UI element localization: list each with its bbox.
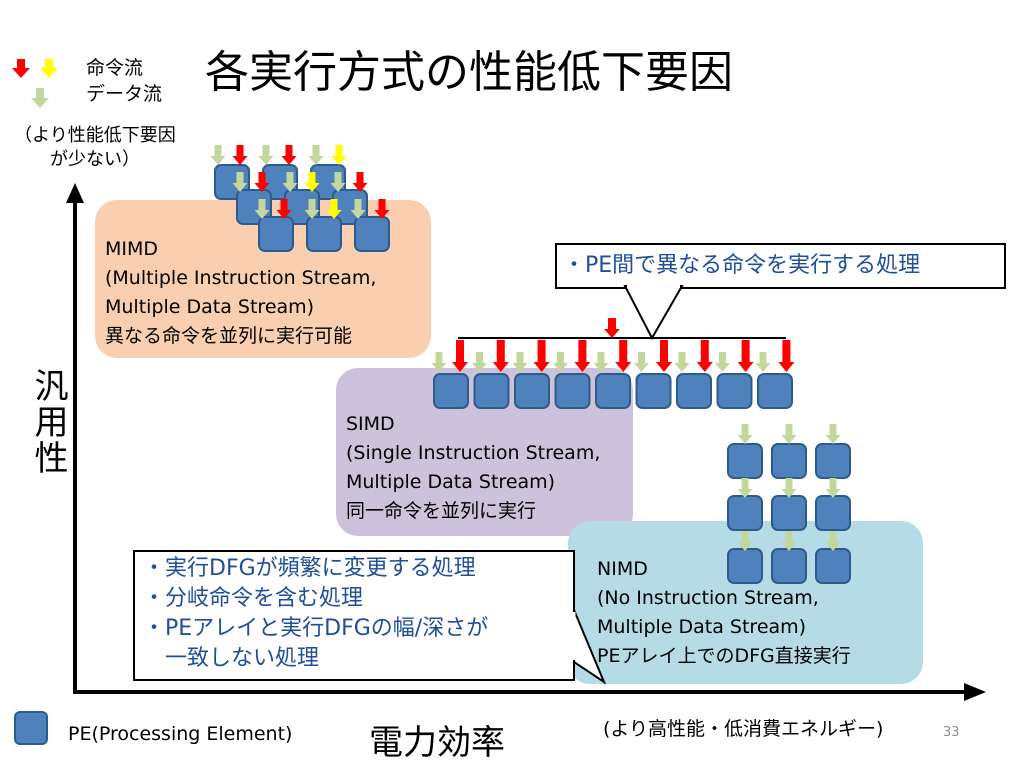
instruction-arrow-yellow-icon bbox=[40, 59, 58, 78]
instruction-arrow-icon bbox=[778, 340, 795, 372]
axis-top-note: （より性能低下要因 が少ない） bbox=[0, 124, 190, 172]
instruction-arrow-icon bbox=[254, 172, 270, 192]
data-arrow-icon bbox=[737, 424, 753, 444]
nimd-pe-block bbox=[771, 443, 807, 479]
page-number: 33 bbox=[943, 725, 960, 740]
nimd-pe-block bbox=[727, 443, 763, 479]
mimd-line-4: 異なる命令を並列に実行可能 bbox=[105, 325, 353, 347]
axis-top-note-line2: が少ない） bbox=[50, 149, 140, 170]
instruction-arrow-red-icon bbox=[12, 59, 30, 78]
data-arrow-icon bbox=[737, 478, 753, 498]
nimd-line-4: PEアレイ上でのDFG直接実行 bbox=[597, 645, 851, 667]
nimd-pe-block bbox=[815, 443, 851, 479]
mimd-pe-block bbox=[310, 164, 346, 200]
y-axis-arrowhead bbox=[66, 183, 84, 203]
instruction-arrow-icon bbox=[615, 340, 632, 372]
nimd-line-2: (No Instruction Stream, bbox=[597, 587, 819, 609]
data-arrow-icon bbox=[232, 172, 248, 192]
instruction-arrow-icon bbox=[331, 145, 347, 165]
nimd-line-1: NIMD bbox=[597, 558, 648, 580]
data-arrow-icon bbox=[634, 352, 649, 372]
data-arrow-icon bbox=[825, 424, 841, 444]
legend: 命令流 データ流 bbox=[8, 56, 198, 116]
simd-line-3: Multiple Data Stream) bbox=[346, 471, 556, 493]
simd-pe-block bbox=[676, 373, 712, 409]
simd-line-4: 同一命令を並列に実行 bbox=[346, 500, 537, 522]
simd-pe-block bbox=[716, 373, 753, 409]
simd-pe-block bbox=[635, 373, 672, 409]
data-arrow-icon bbox=[258, 145, 274, 165]
mimd-line-1: MIMD bbox=[105, 238, 159, 260]
instruction-arrow-icon bbox=[604, 318, 620, 338]
simd-callout: ・PE間で異なる命令を実行する処理 bbox=[555, 243, 1006, 289]
x-axis-note: (より高性能・低消費エネルギー) bbox=[603, 718, 884, 740]
simd-line-2: (Single Instruction Stream, bbox=[346, 442, 601, 464]
y-axis-label: 汎用性 bbox=[28, 368, 68, 476]
data-arrow-icon bbox=[308, 145, 324, 165]
nimd-line-3: Multiple Data Stream) bbox=[597, 616, 807, 638]
mimd-line-3: Multiple Data Stream) bbox=[105, 296, 315, 318]
bottom-callout-line-1: ・実行DFGが頻繁に変更する処理 bbox=[143, 556, 476, 581]
mimd-text: MIMD (Multiple Instruction Stream, Multi… bbox=[105, 235, 376, 351]
legend-data-label: データ流 bbox=[86, 83, 163, 105]
instruction-arrow-icon bbox=[656, 340, 672, 372]
instruction-arrow-icon bbox=[304, 172, 320, 192]
data-arrow-icon bbox=[781, 424, 797, 444]
bottom-callout-line-3: ・PEアレイと実行DFGの幅/深さが bbox=[143, 616, 489, 641]
mimd-line-2: (Multiple Instruction Stream, bbox=[105, 267, 377, 289]
pe-legend-icon bbox=[14, 711, 48, 745]
data-arrow-icon bbox=[755, 352, 771, 372]
bottom-callout-line-2: ・分岐命令を含む処理 bbox=[143, 586, 364, 611]
mimd-pe-block bbox=[262, 164, 298, 200]
instruction-arrow-icon bbox=[281, 145, 297, 165]
data-arrow-icon bbox=[674, 352, 690, 372]
instruction-arrow-icon bbox=[232, 145, 248, 165]
instruction-arrow-icon bbox=[352, 172, 368, 192]
instruction-arrow-icon bbox=[737, 340, 754, 372]
data-arrow-icon bbox=[781, 478, 797, 498]
data-arrow-icon bbox=[330, 172, 346, 192]
data-arrow-icon bbox=[715, 352, 730, 372]
data-arrow-green-icon bbox=[31, 88, 49, 108]
data-arrow-icon bbox=[210, 145, 226, 165]
axis-top-note-line1: （より性能低下要因 bbox=[14, 125, 176, 146]
simd-text: SIMD (Single Instruction Stream, Multipl… bbox=[346, 410, 600, 526]
simd-pe-block bbox=[757, 373, 793, 409]
legend-arrows bbox=[12, 59, 58, 108]
x-axis-arrowhead bbox=[964, 683, 986, 701]
instruction-arrow-icon bbox=[696, 340, 713, 372]
x-axis-label: 電力効率 bbox=[369, 723, 505, 763]
bottom-callout-line-4: 一致しない処理 bbox=[143, 646, 320, 671]
data-arrow-icon bbox=[825, 478, 841, 498]
pe-legend-label: PE(Processing Element) bbox=[68, 723, 293, 745]
legend-instruction-label: 命令流 bbox=[86, 57, 144, 79]
mimd-pe-block bbox=[214, 164, 250, 200]
nimd-text: NIMD (No Instruction Stream, Multiple Da… bbox=[597, 555, 851, 671]
slide-title: 各実行方式の性能低下要因 bbox=[205, 47, 733, 98]
bottom-callout: ・実行DFGが頻繁に変更する処理 ・分岐命令を含む処理 ・PEアレイと実行DFG… bbox=[133, 550, 575, 681]
data-arrow-icon bbox=[282, 172, 298, 192]
simd-line-1: SIMD bbox=[346, 413, 395, 435]
